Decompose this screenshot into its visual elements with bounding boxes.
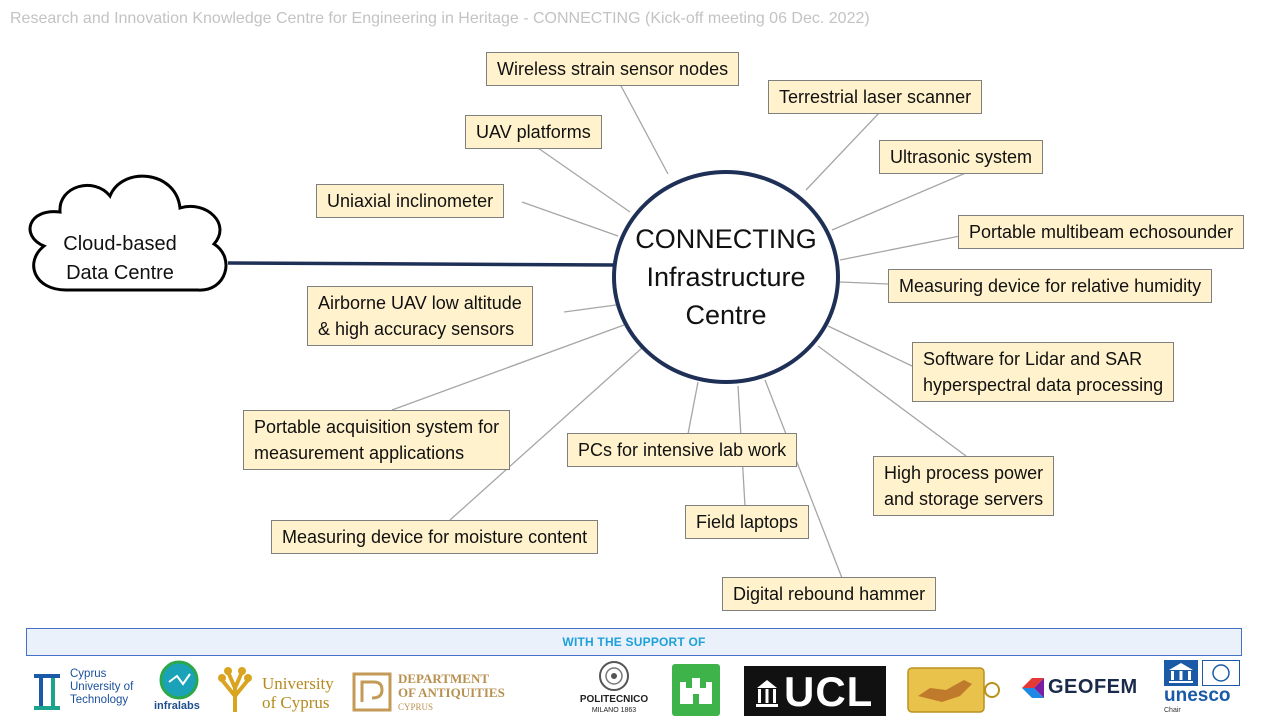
geofem-mark-icon <box>1022 678 1044 698</box>
label-multibeam-echosounder: Portable multibeam echosounder <box>958 215 1245 249</box>
connector-moisture <box>449 347 643 521</box>
connector-servers <box>817 345 967 457</box>
cloud-label: Cloud-based Data Centre <box>63 233 177 284</box>
unesco-temple-icon <box>1164 660 1198 686</box>
connector-uav <box>537 147 631 213</box>
label-wireless-strain-sensor: Wireless strain sensor nodes <box>486 52 740 86</box>
logo-department-of-antiquities: DEPARTMENT OF ANTIQUITIES CYPRUS <box>352 660 522 718</box>
connector-cloud <box>227 261 615 267</box>
connector-portable <box>391 324 625 411</box>
ucy-tree-icon <box>218 667 252 712</box>
logo-infralabs: infralabs <box>154 660 206 718</box>
label-digital-rebound-hammer: Digital rebound hammer <box>722 577 937 611</box>
slide-header: Research and Innovation Knowledge Centre… <box>10 10 870 27</box>
ucl-portico-icon <box>756 680 778 707</box>
central-hub: CONNECTING Infrastructure Centre <box>612 170 840 384</box>
connector-airborne <box>563 304 617 313</box>
label-pcs-lab-work: PCs for intensive lab work <box>567 433 798 467</box>
cut-emblem-icon <box>34 674 60 710</box>
label-uav-platforms: UAV platforms <box>465 115 602 149</box>
label-relative-humidity: Measuring device for relative humidity <box>888 269 1213 303</box>
connector-inclinometer <box>521 201 619 237</box>
label-terrestrial-laser-scanner: Terrestrial laser scanner <box>768 80 983 114</box>
connector-humidity <box>839 281 889 285</box>
connector-lidar <box>827 325 913 367</box>
label-ultrasonic-system: Ultrasonic system <box>879 140 1044 174</box>
connector-ultrasonic <box>831 171 969 231</box>
logo-green-emblem <box>672 660 722 718</box>
infralabs-globe-icon <box>159 660 199 700</box>
support-banner: WITH THE SUPPORT OF <box>26 628 1242 656</box>
map-tag-icon <box>907 667 1000 713</box>
connector-laser <box>805 111 881 191</box>
polimi-seal-icon <box>599 661 629 691</box>
logo-politecnico-milano: POLITECNICO MILANO 1863 <box>574 660 654 718</box>
label-portable-acquisition-system: Portable acquisition system for measurem… <box>243 410 511 470</box>
connector-pcs <box>687 381 699 435</box>
logo-university-of-cyprus: University of Cyprus <box>214 660 344 718</box>
antiquities-seal-icon <box>352 672 392 712</box>
label-airborne-uav-sensors: Airborne UAV low altitude & high accurac… <box>307 286 533 346</box>
label-moisture-content: Measuring device for moisture content <box>271 520 599 554</box>
label-field-laptops: Field laptops <box>685 505 810 539</box>
label-lidar-sar-software: Software for Lidar and SAR hyperspectral… <box>912 342 1175 402</box>
logo-geofem: GEOFEM <box>1020 660 1142 718</box>
logo-cyprus-map-tag <box>906 660 1002 718</box>
label-uniaxial-inclinometer: Uniaxial inclinometer <box>316 184 505 218</box>
unesco-chair-emblem-icon <box>1202 660 1240 686</box>
logo-cyprus-university-of-technology: Cyprus University of Technology <box>28 660 148 718</box>
logo-ucl: UCL <box>744 666 886 716</box>
connector-hammer <box>764 379 843 579</box>
connector-wireless <box>619 83 669 175</box>
logo-unesco-chair: unesco Chair <box>1162 660 1244 718</box>
connector-echosounder <box>839 235 961 261</box>
cloud-shape <box>28 174 228 292</box>
label-process-storage-servers: High process power and storage servers <box>873 456 1055 516</box>
castle-emblem-icon <box>672 664 720 716</box>
